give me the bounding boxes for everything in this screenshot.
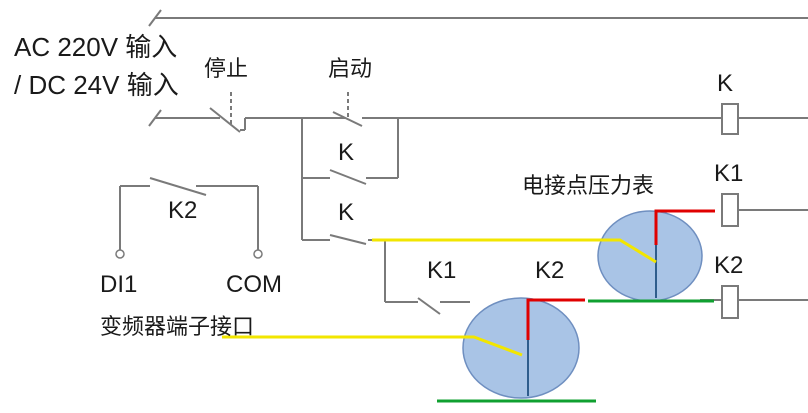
k2-contact-label: K2 [168,197,197,224]
coil-k-label: K [717,70,733,97]
k1-contact-blade [417,297,441,315]
inverter-label: 变频器端子接口 [100,314,254,339]
k-hold-label: K [338,139,354,166]
stop-switch-blade [209,107,241,133]
red-contact-lower [526,298,585,340]
com-terminal [253,249,263,259]
terminal-top-mark [148,9,162,27]
supply-label-ac: AC 220V 输入 [14,32,177,62]
k-hold-blade [329,169,367,185]
stop-label: 停止 [204,56,248,81]
k-second-blade [329,234,367,245]
coil-k2 [721,285,739,319]
supply-label-dc: / DC 24V 输入 [14,70,179,100]
coil-k1-label: K1 [714,160,743,187]
yellow-signal-upper [372,238,657,264]
k-second-label: K [338,199,354,226]
start-label: 启动 [328,56,372,81]
gauge-label: 电接点压力表 [522,173,654,198]
start-switch-blade [332,111,363,127]
coil-k1 [721,193,739,227]
coil-k2-label: K2 [714,252,743,279]
di1-terminal [115,249,125,259]
red-contact-upper [654,209,715,245]
wiring [119,9,808,315]
com-label: COM [226,271,282,298]
lower-pressure-gauge [462,297,580,399]
di1-label: DI1 [100,271,137,298]
k2-contact-blade [149,177,207,196]
yellow-signal-lower [222,335,523,357]
upper-pressure-gauge [597,210,703,302]
k2-lower-label: K2 [535,257,564,284]
k1-contact-label: K1 [427,257,456,284]
coil-k [721,103,739,135]
